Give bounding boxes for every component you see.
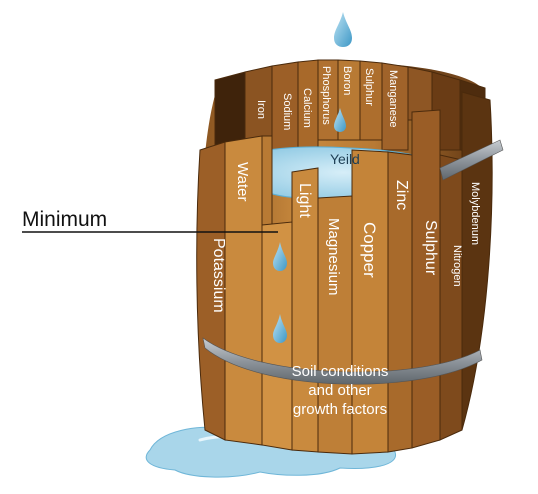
yield-label: Yeild <box>330 151 360 167</box>
stave-label-boron: Boron <box>341 66 353 95</box>
back-staves <box>214 59 486 156</box>
water-drop-lower <box>273 314 287 343</box>
stave-label-sulphur-top: Sulphur <box>363 68 375 106</box>
stave-label-copper: Copper <box>360 222 379 278</box>
stave-label-sodium: Sodium <box>281 93 293 130</box>
lower-hoop <box>202 337 483 385</box>
stave-label-iron: Iron <box>255 100 267 119</box>
upper-hoop <box>439 139 504 181</box>
stave-label-molybdenum: Molybdenum <box>469 182 481 245</box>
water-drop-middle <box>273 242 287 271</box>
stave-label-sulphur: Sulphur <box>422 220 439 276</box>
stave-label-manganese: Manganese <box>387 70 399 128</box>
stave-label-light: Light <box>296 183 313 218</box>
water-drop-inner <box>334 108 346 132</box>
stave-label-potassium: Potassium <box>210 238 227 313</box>
stave-label-magnesium: Magnesium <box>325 218 342 296</box>
stave-label-nitrogen: Nitrogen <box>451 245 463 287</box>
stave-label-zinc: Zinc <box>393 180 410 210</box>
minimum-label: Minimum <box>22 208 107 231</box>
base-label-line-2: and other <box>308 382 371 399</box>
base-label-line-3: growth factors <box>293 401 387 418</box>
stave-label-phosphorus: Phosphorus <box>320 66 332 125</box>
water-drop-top <box>334 12 352 47</box>
stave-label-calcium: Calcium <box>301 88 313 128</box>
stave-label-water: Water <box>234 162 251 201</box>
base-label-line-1: Soil conditions <box>292 363 389 380</box>
